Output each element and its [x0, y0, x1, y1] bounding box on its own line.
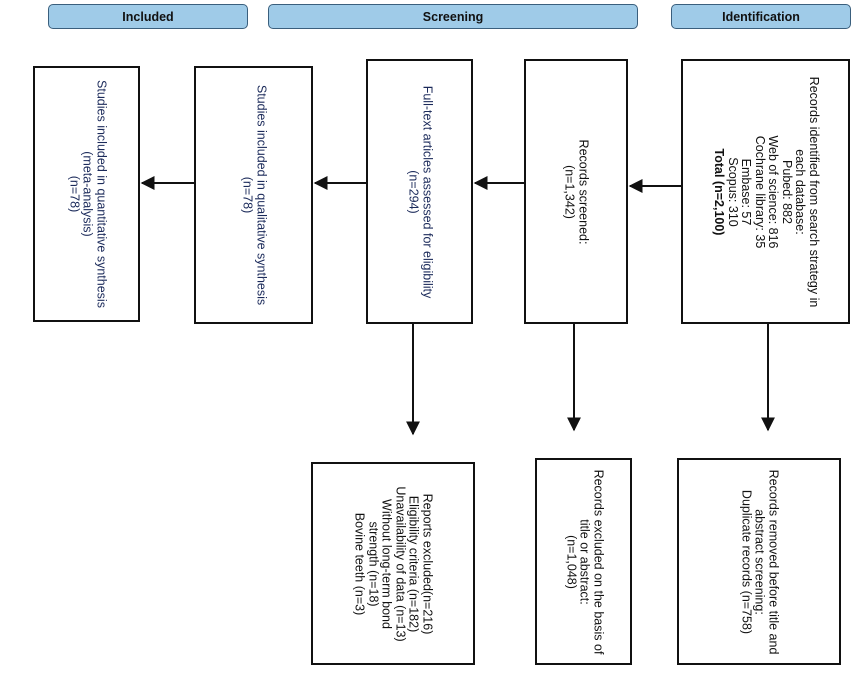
reports-excluded-line-2: Eligibility criteria (n=182)	[407, 495, 421, 632]
identified-line-7: Scopus: 310	[725, 156, 740, 227]
screened-line-2: (n=1,342)	[563, 164, 577, 219]
records-excluded-line-2: title or abstract:	[577, 518, 592, 605]
identified-line-2: each database:	[793, 148, 807, 235]
identified-line-5: Cochrane library: 35	[752, 135, 767, 248]
quantitative-line-1: Studies included in quantitative synthes…	[93, 80, 108, 308]
box-records-excluded: Records excluded on the basis of title o…	[535, 458, 632, 665]
identified-line-4: Web of science: 816	[766, 134, 780, 249]
box-records-screened: Records screened: (n=1,342)	[524, 59, 628, 324]
identified-line-6: Embase: 57	[739, 158, 753, 225]
fulltext-line-1: Full-text articles assessed for eligibil…	[420, 85, 434, 298]
qualitative-line-2: (n=78)	[240, 176, 255, 214]
phase-identification: Identification	[671, 4, 851, 29]
records-removed-line-3: Duplicate records (n=758)	[739, 489, 754, 634]
reports-excluded-line-3: Unavailability of data (n=13)	[393, 485, 408, 642]
identified-line-8: Total (n=2,100)	[712, 148, 726, 235]
reports-excluded-line-1: Reports excluded(n=216)	[420, 493, 435, 634]
box-records-removed: Records removed before title and abstrac…	[677, 458, 841, 665]
quantitative-line-2: (meta-analysis)	[80, 151, 95, 237]
phase-identification-label: Identification	[722, 9, 800, 24]
identified-line-1: Records identified from search strategy …	[806, 76, 821, 307]
quantitative-line-3: (n=78)	[66, 175, 81, 213]
qualitative-line-1: Studies included in qualitative synthesi…	[254, 84, 268, 306]
fulltext-line-2: (n=294)	[406, 169, 421, 214]
phase-screening-label: Screening	[422, 9, 484, 24]
reports-excluded-line-5: strength (n=18)	[366, 520, 381, 607]
box-quantitative-synthesis: Studies included in quantitative synthes…	[33, 66, 140, 322]
phase-included-label: Included	[122, 9, 174, 24]
box-records-identified: Records identified from search strategy …	[681, 59, 850, 324]
reports-excluded-line-4: Without long-term bond	[380, 498, 394, 629]
identified-line-3: Pubed: 882	[779, 159, 794, 224]
reports-excluded-line-6: Bovine teeth (n=3)	[353, 512, 367, 615]
records-removed-line-1: Records removed before title and	[766, 469, 781, 654]
box-fulltext-assessed: Full-text articles assessed for eligibil…	[366, 59, 473, 324]
records-excluded-line-1: Records excluded on the basis of	[590, 469, 605, 654]
records-excluded-line-3: (n=1,048)	[563, 534, 578, 589]
records-removed-line-2: abstract screening:	[752, 508, 767, 615]
box-reports-excluded: Reports excluded(n=216) Eligibility crit…	[311, 462, 475, 665]
phase-screening: Screening	[268, 4, 638, 29]
box-qualitative-synthesis: Studies included in qualitative synthesi…	[194, 66, 313, 324]
screened-line-1: Records screened:	[576, 139, 591, 244]
phase-included: Included	[48, 4, 248, 29]
